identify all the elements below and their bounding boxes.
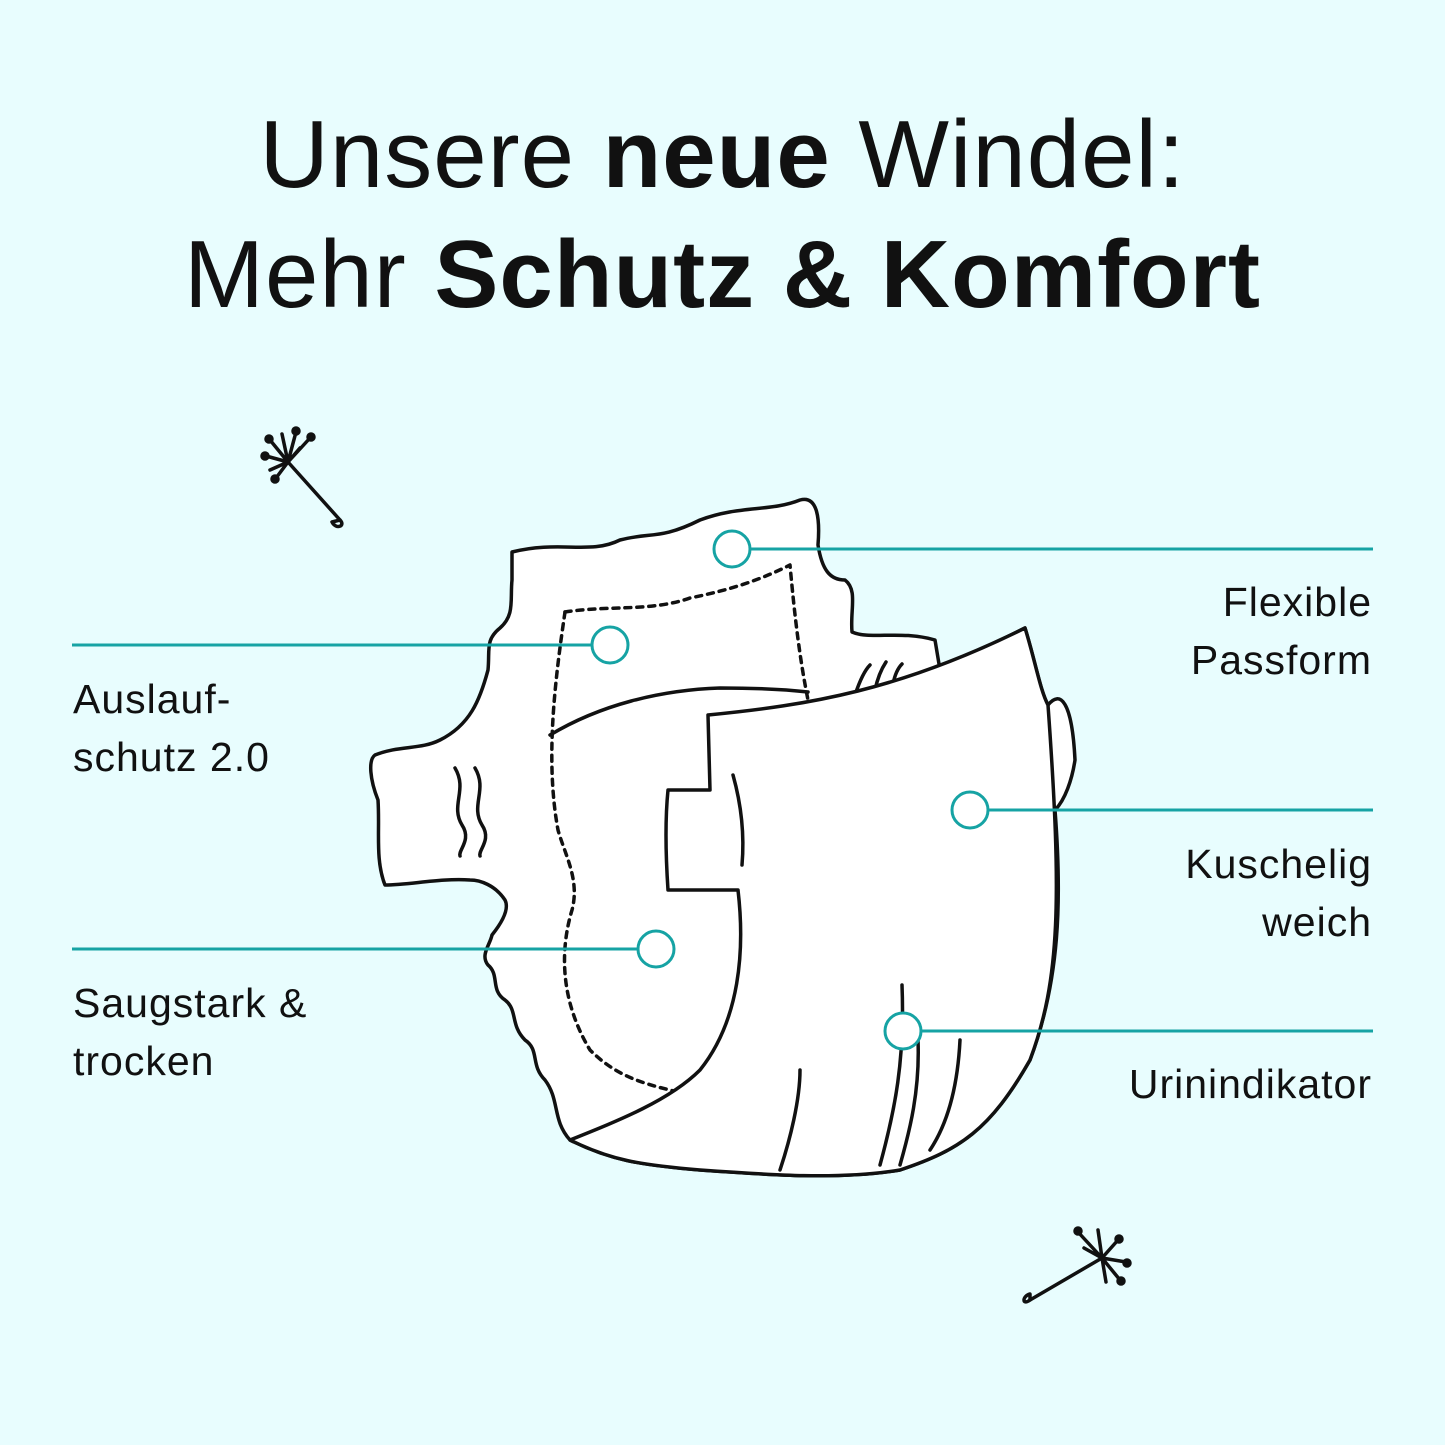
feature-label-flexible: Flexible Passform xyxy=(1190,579,1372,683)
feature-label-auslauf: Auslauf- schutz 2.0 xyxy=(73,676,270,780)
callout-dot-kuschelig xyxy=(950,790,990,830)
dandelion-seed-icon xyxy=(260,426,344,529)
title-line-1: Unsere neue Windel: xyxy=(259,101,1186,208)
feature-label-kuschelig: Kuschelig weich xyxy=(1185,841,1372,945)
callout-dot-flexible xyxy=(712,529,752,569)
callout-dot-auslauf xyxy=(590,625,630,665)
dandelion-seed-icon xyxy=(1022,1226,1132,1304)
title-line-2: Mehr Schutz & Komfort xyxy=(184,221,1261,328)
callout-dot-saugstark xyxy=(636,929,676,969)
feature-label-urin: Urinindikator xyxy=(1128,1061,1372,1107)
callout-dot-urin xyxy=(883,1011,923,1051)
diaper-front-panel xyxy=(568,626,1059,1178)
page-title: Unsere neue Windel: Mehr Schutz & Komfor… xyxy=(0,95,1445,335)
feature-label-saugstark: Saugstark & trocken xyxy=(73,980,308,1084)
